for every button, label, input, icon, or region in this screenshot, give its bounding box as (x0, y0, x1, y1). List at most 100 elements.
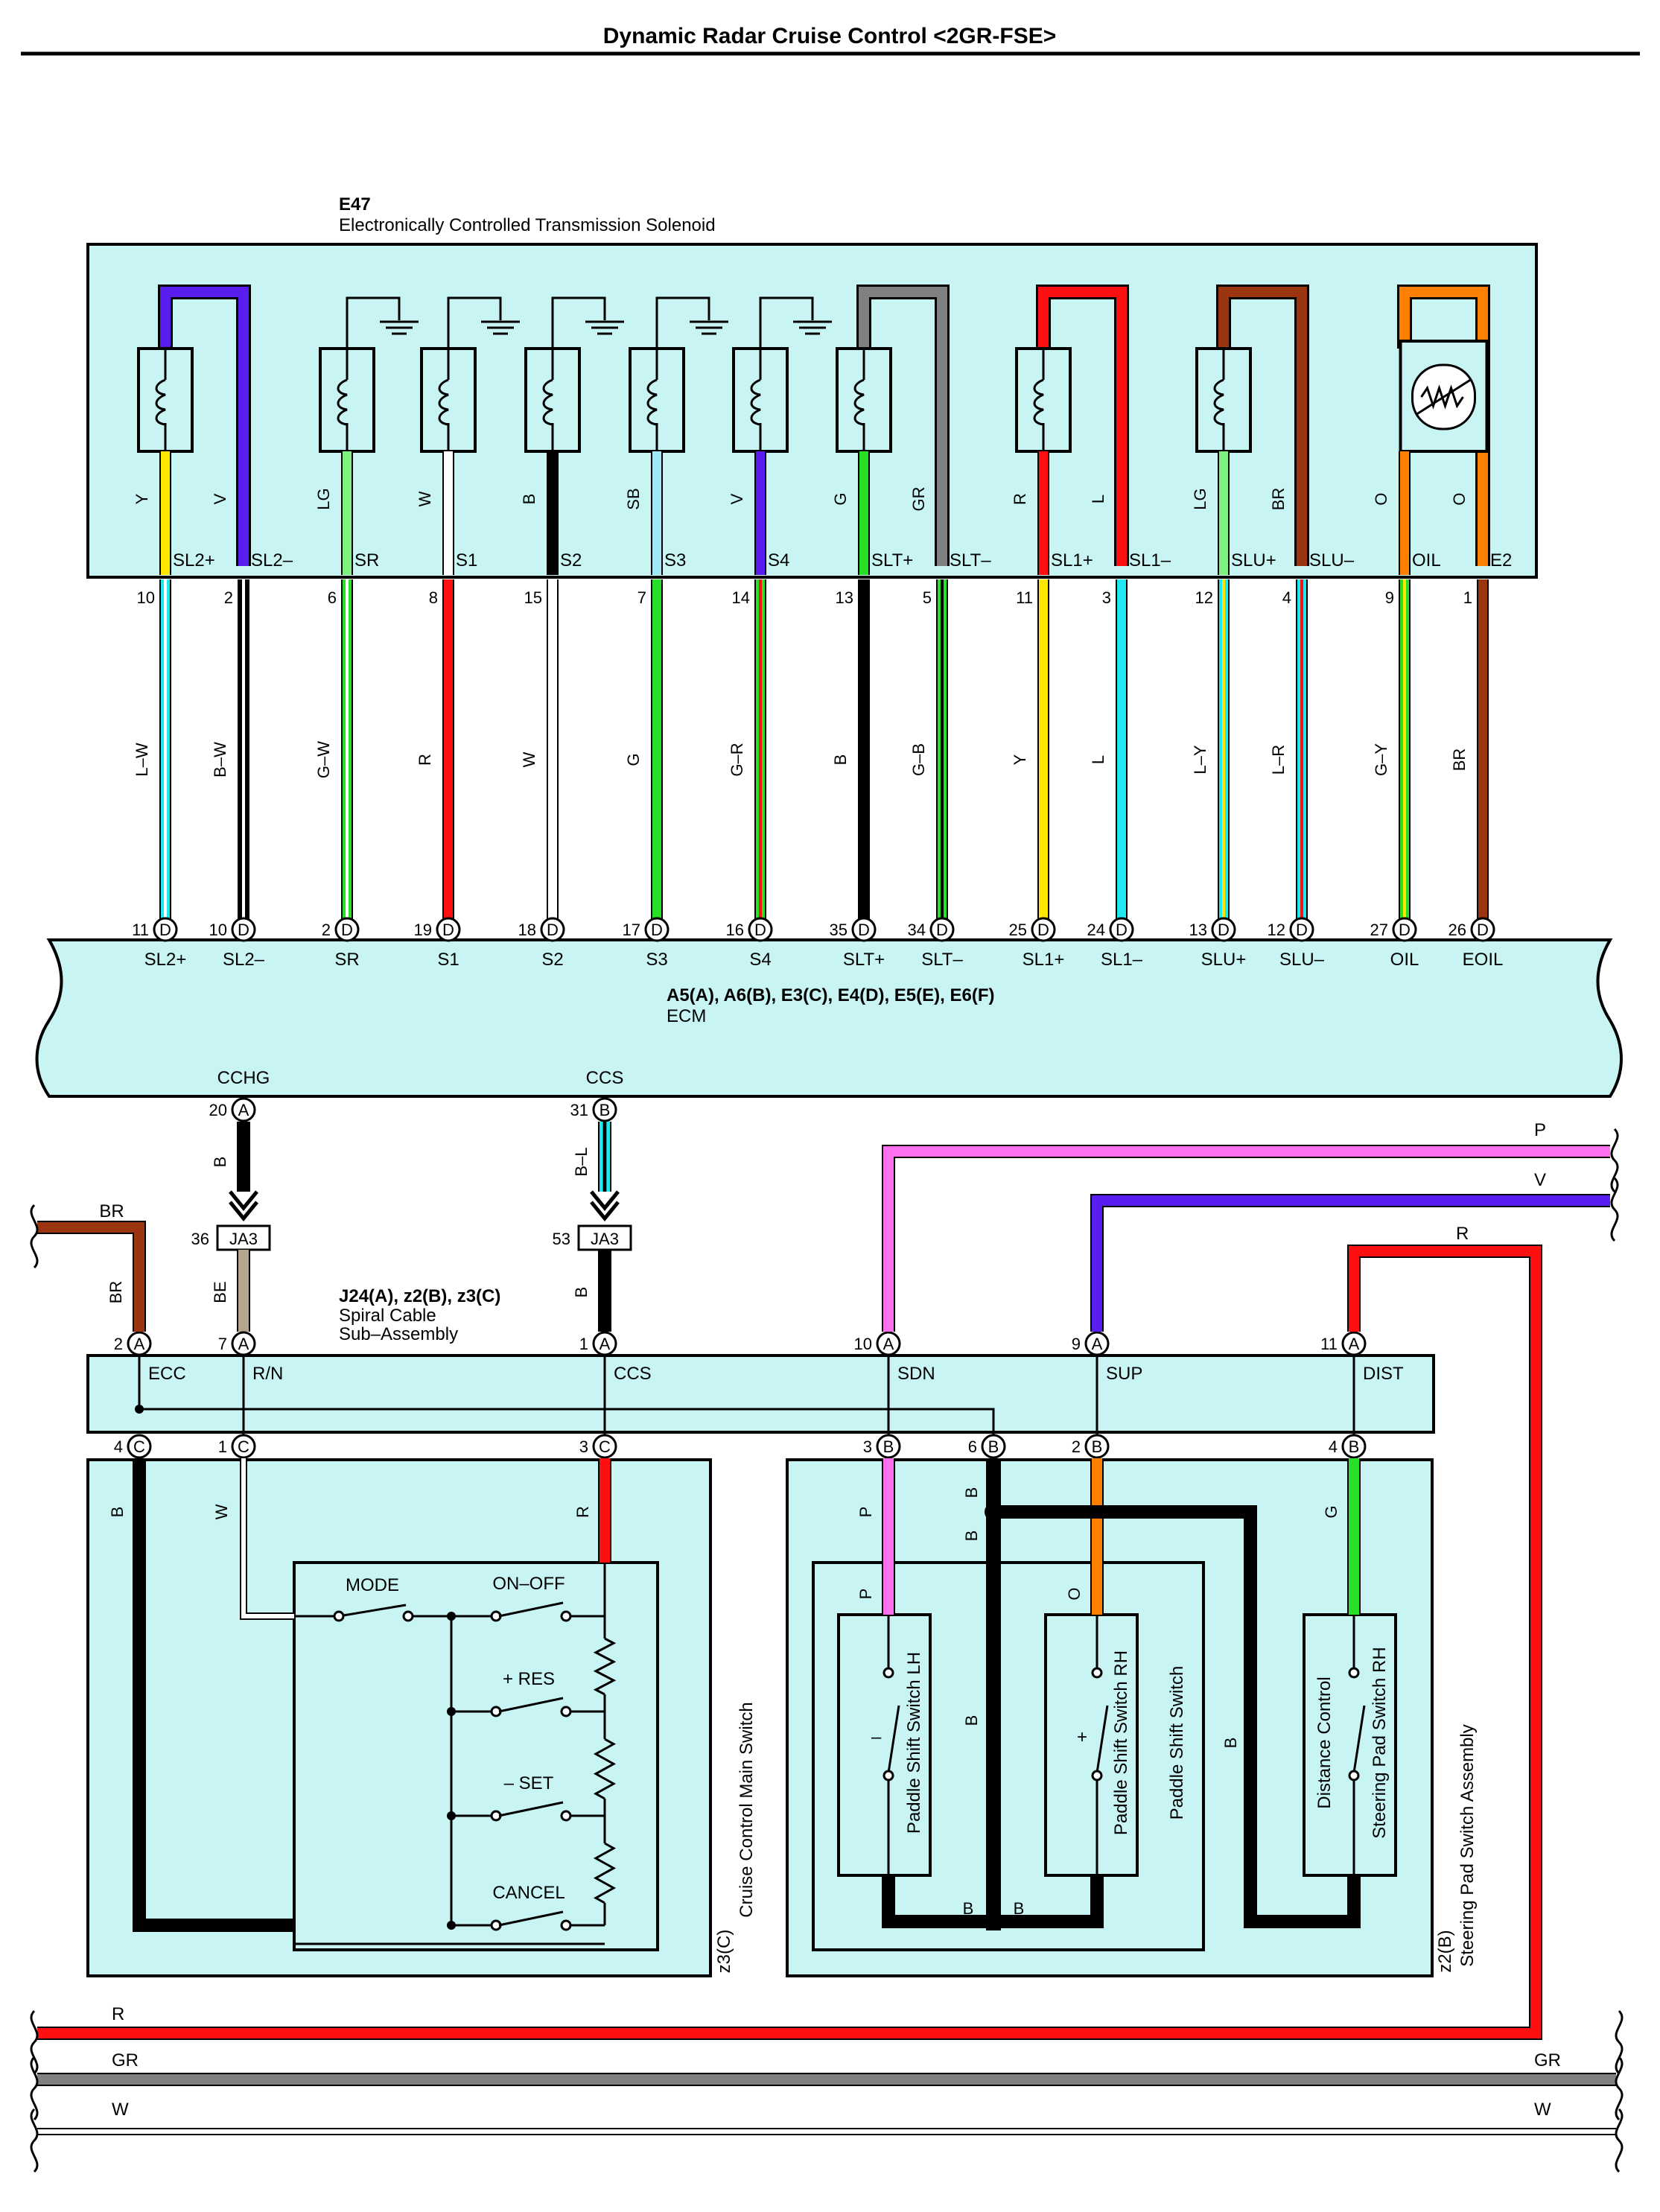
pad-b-label-6: B (1014, 1899, 1025, 1918)
switch-mode: MODE (346, 1575, 399, 1595)
ecm-pin-EOIL-letter: D (1477, 921, 1489, 939)
switch-box-lh (837, 1613, 932, 1877)
switch-label-1: ON–OFF (492, 1574, 565, 1594)
spiral-top-number-SUP: 9 (1072, 1335, 1081, 1353)
terminal-label-SLT+: SLT+ (871, 550, 913, 571)
spiral-bottom-pin-2-letter: C (599, 1437, 611, 1456)
junction-arrow-1 (590, 1190, 620, 1221)
ecm-pin-label-SLT–: SLT– (921, 950, 963, 970)
ecm-pin-SL2+-letter: D (159, 921, 171, 939)
sw-b-2 (560, 1706, 572, 1717)
ecm-lower-label-CCS: CCS (586, 1068, 624, 1088)
ecm-pin-label-SLU+: SLU+ (1201, 950, 1247, 970)
inner-color-SLU+: LG (1191, 488, 1209, 509)
spiral-bottom-pin-1-circle (231, 1434, 256, 1459)
spiral-top-pin-ECC-letter: A (134, 1335, 145, 1353)
left-break-bottom-1 (30, 2056, 39, 2121)
terminal-label-OIL: OIL (1412, 550, 1441, 571)
ground-lead-2 (346, 296, 401, 349)
bottom-r-label: R (112, 2004, 124, 2024)
sw-blade-rh (1095, 1705, 1109, 1773)
dist-name-1: Distance Control (1314, 1677, 1335, 1808)
spiral-bottom-number-5: 2 (1072, 1437, 1081, 1456)
ja3-wire-label-1: B (572, 1287, 591, 1298)
ecm-lower-wire-CCHG: B (211, 1157, 229, 1168)
pad-p-label-2: P (856, 1589, 875, 1600)
spiral-bottom-pin-6-circle (1341, 1434, 1367, 1459)
ecm-pin-number-SLU–: 12 (1268, 921, 1285, 939)
spiral-body (86, 1354, 1435, 1434)
spiral-bottom-pin-4-letter: B (988, 1437, 999, 1456)
harness-color-SLU–: L–R (1269, 745, 1288, 775)
sw-b-4 (560, 1919, 572, 1931)
sw-blade-1 (498, 1601, 564, 1618)
spiral-top-pin-DIST-circle (1341, 1331, 1367, 1356)
ecm-pin-label-S3: S3 (646, 950, 667, 970)
ground-lead-3 (447, 296, 502, 349)
ecm-pin-label-SLT+: SLT+ (843, 950, 885, 970)
ecm-pin-label-S2: S2 (541, 950, 563, 970)
spiral-bottom-pin-3-circle (876, 1434, 901, 1459)
loop-wire-11 (1218, 287, 1307, 566)
terminal-label-SL1+: SL1+ (1051, 550, 1093, 571)
terminal-label-SL2+: SL2+ (173, 550, 215, 571)
inner-color-S1: W (416, 491, 434, 506)
spiral-top-pin-SUP-letter: A (1092, 1335, 1103, 1353)
coil-SR-coil (337, 378, 348, 426)
ecm-lower-number-CCHG: 20 (209, 1101, 227, 1119)
pad-o-label-2: O (1065, 1587, 1084, 1600)
solenoid-pin-2: 2 (224, 588, 233, 607)
sw-cb-rh (1091, 1770, 1103, 1782)
sw-blade-3 (498, 1801, 564, 1817)
terminal-label-S3: S3 (664, 550, 686, 571)
solenoid-pin-5: 5 (923, 588, 932, 607)
ecm-lower-pin-CCS-letter: B (600, 1101, 611, 1119)
resistor-2 (593, 1842, 617, 1904)
main-switch-code: z3(C) (714, 1930, 734, 1974)
ecm-lower-label-CCHG: CCHG (217, 1068, 270, 1088)
harness-color-S1: R (416, 754, 434, 766)
steering-pad-code: z2(B) (1435, 1930, 1455, 1972)
inner-color-OIL: O (1372, 492, 1390, 505)
ecm-pin-SLU–-letter: D (1296, 921, 1308, 939)
ecm-lower-wire-CCS: B–L (572, 1147, 591, 1176)
harness-wires: 10L–W2B–W6G–W8R15W7G14G–R13B5G–B11Y3L12L… (133, 579, 1489, 919)
spiral-bottom-pin-0-circle (127, 1434, 152, 1459)
ecm-pin-SR-circle (334, 917, 360, 942)
dist-wire (37, 1246, 1541, 2038)
ecm-lower-pin-CCHG-circle (231, 1097, 256, 1122)
spiral-top-number-DIST: 11 (1320, 1335, 1338, 1353)
thermistor-arrow (1416, 378, 1472, 416)
ecm-pin-SL2–-circle (231, 917, 256, 942)
solenoid-name: Electronically Controlled Transmission S… (339, 215, 716, 235)
lh-sign: – (871, 1727, 882, 1747)
harness-color-SL2–: B–W (211, 742, 229, 778)
sw-blade-dist (1352, 1705, 1366, 1773)
harness-color-S4: G–R (728, 743, 746, 776)
gr-label-left: GR (112, 2050, 139, 2070)
solenoid-pin-7: 7 (637, 588, 646, 607)
ja3-label-0: JA3 (229, 1230, 258, 1248)
coil-S2-coil (542, 378, 553, 426)
ecm-pin-S3-circle (644, 917, 670, 942)
sw-b-3 (560, 1810, 572, 1822)
ja3-label-1: JA3 (591, 1230, 619, 1248)
gr-label-right: GR (1534, 2050, 1561, 2070)
ecm-pin-SLU+-circle (1211, 917, 1236, 942)
spiral-name-2: Sub–Assembly (339, 1324, 458, 1344)
inner-color-SLT–: GR (909, 487, 928, 512)
spiral-bottom-number-4: 6 (968, 1437, 977, 1456)
ecm-pin-number-SR: 2 (322, 921, 331, 939)
ecm-pin-number-S4: 16 (726, 921, 744, 939)
ecm-lower-pin-CCS-circle (592, 1097, 617, 1122)
right-break-bottom-0 (1615, 2009, 1624, 2075)
ecm-pin-label-SL1+: SL1+ (1023, 950, 1065, 970)
ecm-pin-SLU–-circle (1289, 917, 1314, 942)
ecm-pin-SLT+-letter: D (858, 921, 870, 939)
ecm-pin-number-OIL: 27 (1370, 921, 1388, 939)
ecm-pin-number-SL2–: 10 (209, 921, 227, 939)
harness-color-SLT+: B (831, 754, 850, 766)
spiral-internal-ground (138, 1356, 995, 1434)
